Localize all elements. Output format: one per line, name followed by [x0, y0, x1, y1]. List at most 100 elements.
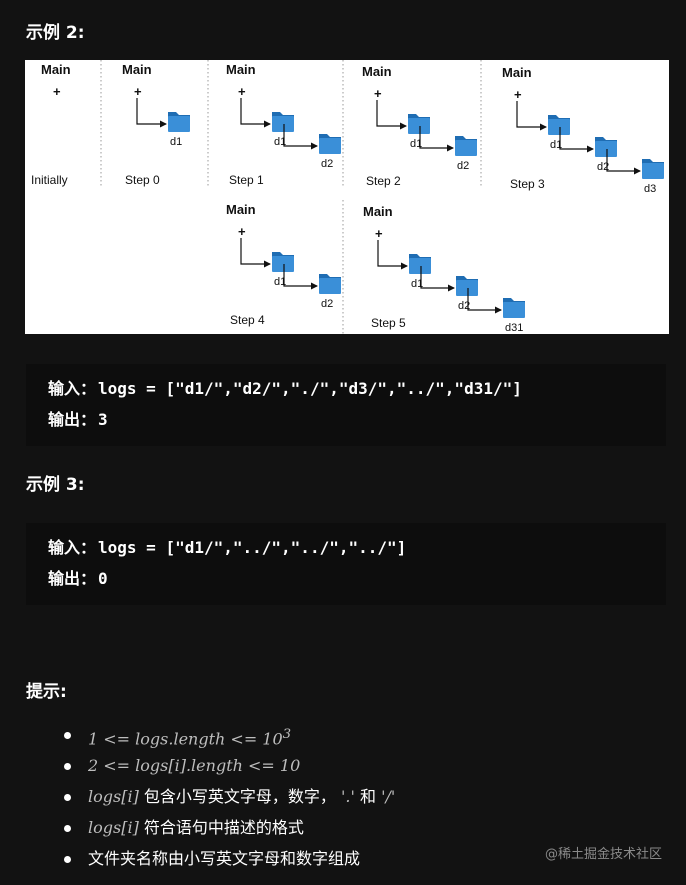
folder-label: d2: [458, 300, 470, 312]
hint-math-slash: '/': [381, 787, 396, 806]
hint-item: 2 <= logs[i].length <= 10: [60, 753, 395, 784]
root-plus: +: [134, 84, 142, 99]
input-value: logs = ["d1/","d2/","./","d3/","../","d3…: [98, 379, 522, 398]
hint-item: 文件夹名称由小写英文字母和数字组成: [60, 846, 395, 877]
main-label: Main: [363, 204, 393, 219]
connector-arrow: [467, 288, 502, 314]
folder-label: d1: [410, 138, 422, 150]
folder-body: [456, 280, 478, 296]
hint-item: logs[i] 包含小写英文字母，数字， '.' 和 '/': [60, 784, 395, 815]
folder-body: [548, 119, 570, 135]
hint-math: logs[i]: [88, 818, 139, 837]
hints-heading: 提示:: [26, 682, 67, 702]
main-label: Main: [362, 64, 392, 79]
connector-arrow: [377, 240, 408, 270]
example-3-output-line: 输出：0: [48, 565, 108, 589]
folder-label: d31: [505, 322, 523, 334]
folder-icon: [272, 112, 294, 132]
output-value: 3: [98, 410, 108, 429]
connector-arrow: [240, 238, 271, 268]
input-label: 输入：: [48, 538, 97, 557]
example-2-code-block: 输入：logs = ["d1/","d2/","./","d3/","../",…: [26, 364, 666, 446]
folder-label: d1: [170, 136, 182, 148]
folder-body: [168, 116, 190, 132]
output-label: 输出：: [48, 410, 97, 429]
output-label: 输出：: [48, 569, 97, 588]
folder-body: [319, 278, 341, 294]
folder-body: [503, 302, 525, 318]
folder-label: d1: [411, 278, 423, 290]
main-label: Main: [41, 62, 71, 77]
folder-body: [272, 256, 294, 272]
folder-icon: [409, 254, 431, 274]
hint-text: 包含小写英文字母，数字，: [138, 787, 341, 806]
connector-arrow: [420, 266, 455, 292]
main-label: Main: [226, 62, 256, 77]
hint-math: 2 <= logs[i].length <= 10: [88, 756, 301, 775]
hint-math: 1 <= logs.length <= 10: [88, 729, 283, 749]
hint-math-dot: '.': [341, 787, 355, 806]
hint-superscript: 3: [282, 727, 292, 742]
root-plus: +: [238, 84, 246, 99]
folder-icon: [456, 276, 478, 296]
connector-arrow: [136, 98, 167, 128]
connector-arrow: [283, 124, 318, 150]
folder-label: d2: [597, 161, 609, 173]
folder-icon: [595, 137, 617, 157]
connector-arrow: [559, 127, 594, 153]
step-caption: Step 5: [371, 316, 406, 330]
main-label: Main: [502, 65, 532, 80]
folder-body: [408, 118, 430, 134]
hints-list: 1 <= logs.length <= 103 2 <= logs[i].len…: [60, 722, 395, 877]
connector-arrow: [376, 100, 407, 130]
example-2-output-line: 输出：3: [48, 406, 108, 430]
connector-arrow: [419, 126, 454, 152]
folder-label: d1: [274, 276, 286, 288]
folder-icon: [548, 115, 570, 135]
step-caption: Step 3: [510, 177, 545, 191]
folder-label: d1: [274, 136, 286, 148]
input-label: 输入：: [48, 379, 97, 398]
hint-item: logs[i] 符合语句中描述的格式: [60, 815, 395, 846]
folder-icon: [319, 134, 341, 154]
example-2-heading: 示例 2:: [26, 23, 85, 43]
example-3-heading: 示例 3:: [26, 475, 85, 495]
folder-label: d3: [644, 183, 656, 195]
folder-body: [409, 258, 431, 274]
folder-label: d2: [321, 298, 333, 310]
folder-body: [455, 140, 477, 156]
hint-item: 1 <= logs.length <= 103: [60, 722, 395, 753]
folder-icon: [272, 252, 294, 272]
step-caption: Step 1: [229, 173, 264, 187]
folder-body: [272, 116, 294, 132]
folder-body: [319, 138, 341, 154]
folder-icon: [319, 274, 341, 294]
folder-label: d2: [321, 158, 333, 170]
folder-body: [595, 141, 617, 157]
folder-icon: [642, 159, 664, 179]
main-label: Main: [226, 202, 256, 217]
folder-body: [642, 163, 664, 179]
folder-icon: [455, 136, 477, 156]
hint-text-and: 和: [354, 787, 382, 806]
example-3-input-line: 输入：logs = ["d1/","../","../","../"]: [48, 534, 406, 558]
connector-arrow: [606, 149, 641, 175]
hint-text: 符合语句中描述的格式: [138, 818, 304, 837]
connector-arrow: [516, 101, 547, 131]
folder-icon: [503, 298, 525, 318]
folder-icon: [408, 114, 430, 134]
output-value: 0: [98, 569, 108, 588]
watermark: @稀土掘金技术社区: [544, 847, 662, 862]
hint-math: logs[i]: [88, 787, 139, 806]
root-plus: +: [514, 87, 522, 102]
example-3-code-block: 输入：logs = ["d1/","../","../","../"] 输出：0: [26, 523, 666, 605]
step-caption: Step 0: [125, 173, 160, 187]
input-value: logs = ["d1/","../","../","../"]: [98, 538, 407, 557]
step-caption: Step 4: [230, 313, 265, 327]
folder-label: d2: [457, 160, 469, 172]
folder-label: d1: [550, 139, 562, 151]
step-caption: Initially: [31, 173, 68, 187]
connector-arrow: [240, 98, 271, 128]
hint-text: 文件夹名称由小写英文字母和数字组成: [88, 849, 361, 868]
